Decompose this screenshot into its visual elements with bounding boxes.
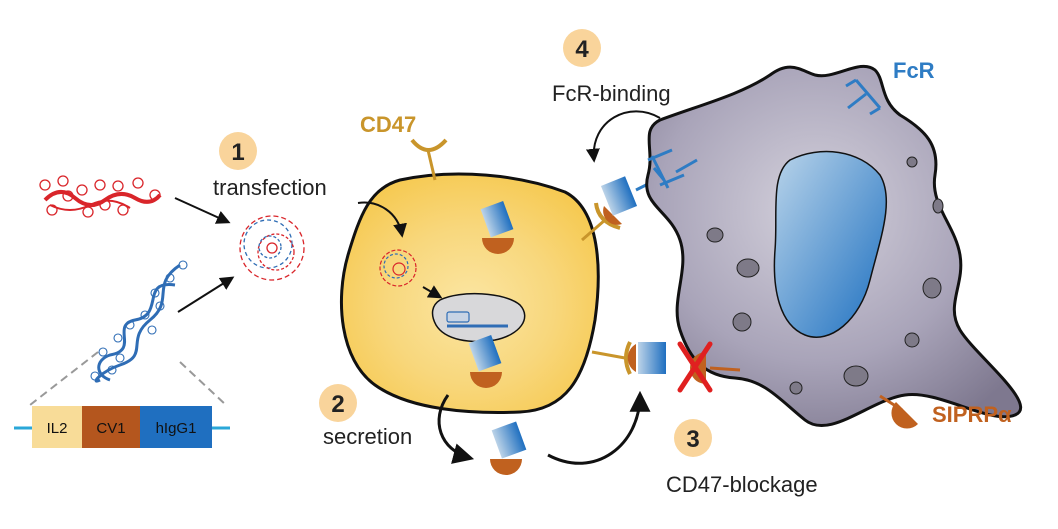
plasmid-dna-helix [90,260,188,383]
blockage-cross-icon [677,341,713,393]
step-1-number: 1 [231,139,244,166]
step-4-badge: 4 [563,29,601,67]
nucleus-plasmid-box [446,311,470,323]
curved-arrow-to-cd47-blockage [547,390,651,465]
fcr-receptor-bound [647,148,698,189]
curved-arrow-fcr-binding [585,110,661,163]
cassette-cv1-box [82,406,140,448]
macrophage-vesicles [706,156,944,395]
cassette-dash-left [29,351,99,406]
cassette-higg1-box [140,406,212,448]
fcr-label: FcR [893,58,935,83]
step-3-number: 3 [686,426,699,453]
curved-arrow-into-cell [357,201,407,238]
cassette-il2-label: IL2 [47,420,68,437]
positive-charge-icons [39,175,161,218]
curved-arrow-secretion [437,394,475,464]
step-3-label: CD47-blockage [666,472,818,497]
macrophage-nucleus [773,150,888,338]
arrow-to-nucleus [422,285,443,299]
arrow-polymer-to-polyplex [174,197,231,224]
cd47-bound-fusion-protein-bottom [591,341,666,375]
cassette-cv1-label: CV1 [96,420,125,437]
sirpa-receptor-bottom [879,394,918,429]
step-3-badge: 3 [674,419,712,457]
fusion-protein-intracellular-1 [480,200,514,254]
arrow-dna-to-polyplex [177,276,235,313]
cassette-higg1-label: hIgG1 [156,420,197,437]
step-2-number: 2 [331,391,344,418]
expression-cassette: IL2 CV1 hIgG1 [32,406,212,448]
fusion-protein-intracellular-2 [468,334,502,388]
sirpa-label: SIPRPα [932,402,1012,427]
step-4-number: 4 [575,36,589,63]
cd47-receptor-top [410,138,448,181]
step-1-badge: 1 [219,132,257,170]
internalized-polyplex [379,249,417,287]
cationic-polymer [39,175,162,218]
step-1-label: transfection [213,175,327,200]
dna-charge-icons [90,260,188,381]
fcr-receptor-top [845,78,882,116]
cassette-il2-box [32,406,82,448]
cassette-dash-right [179,361,227,406]
step-4-label: FcR-binding [552,81,671,106]
cell-nucleus [431,292,526,343]
cd47-label: CD47 [360,112,416,137]
step-2-badge: 2 [319,384,357,422]
secreted-fusion-protein [490,421,527,475]
polyplex-nanoparticle [239,215,305,281]
step-2-label: secretion [323,424,412,449]
cd47-bound-fusion-protein-top [581,176,638,242]
